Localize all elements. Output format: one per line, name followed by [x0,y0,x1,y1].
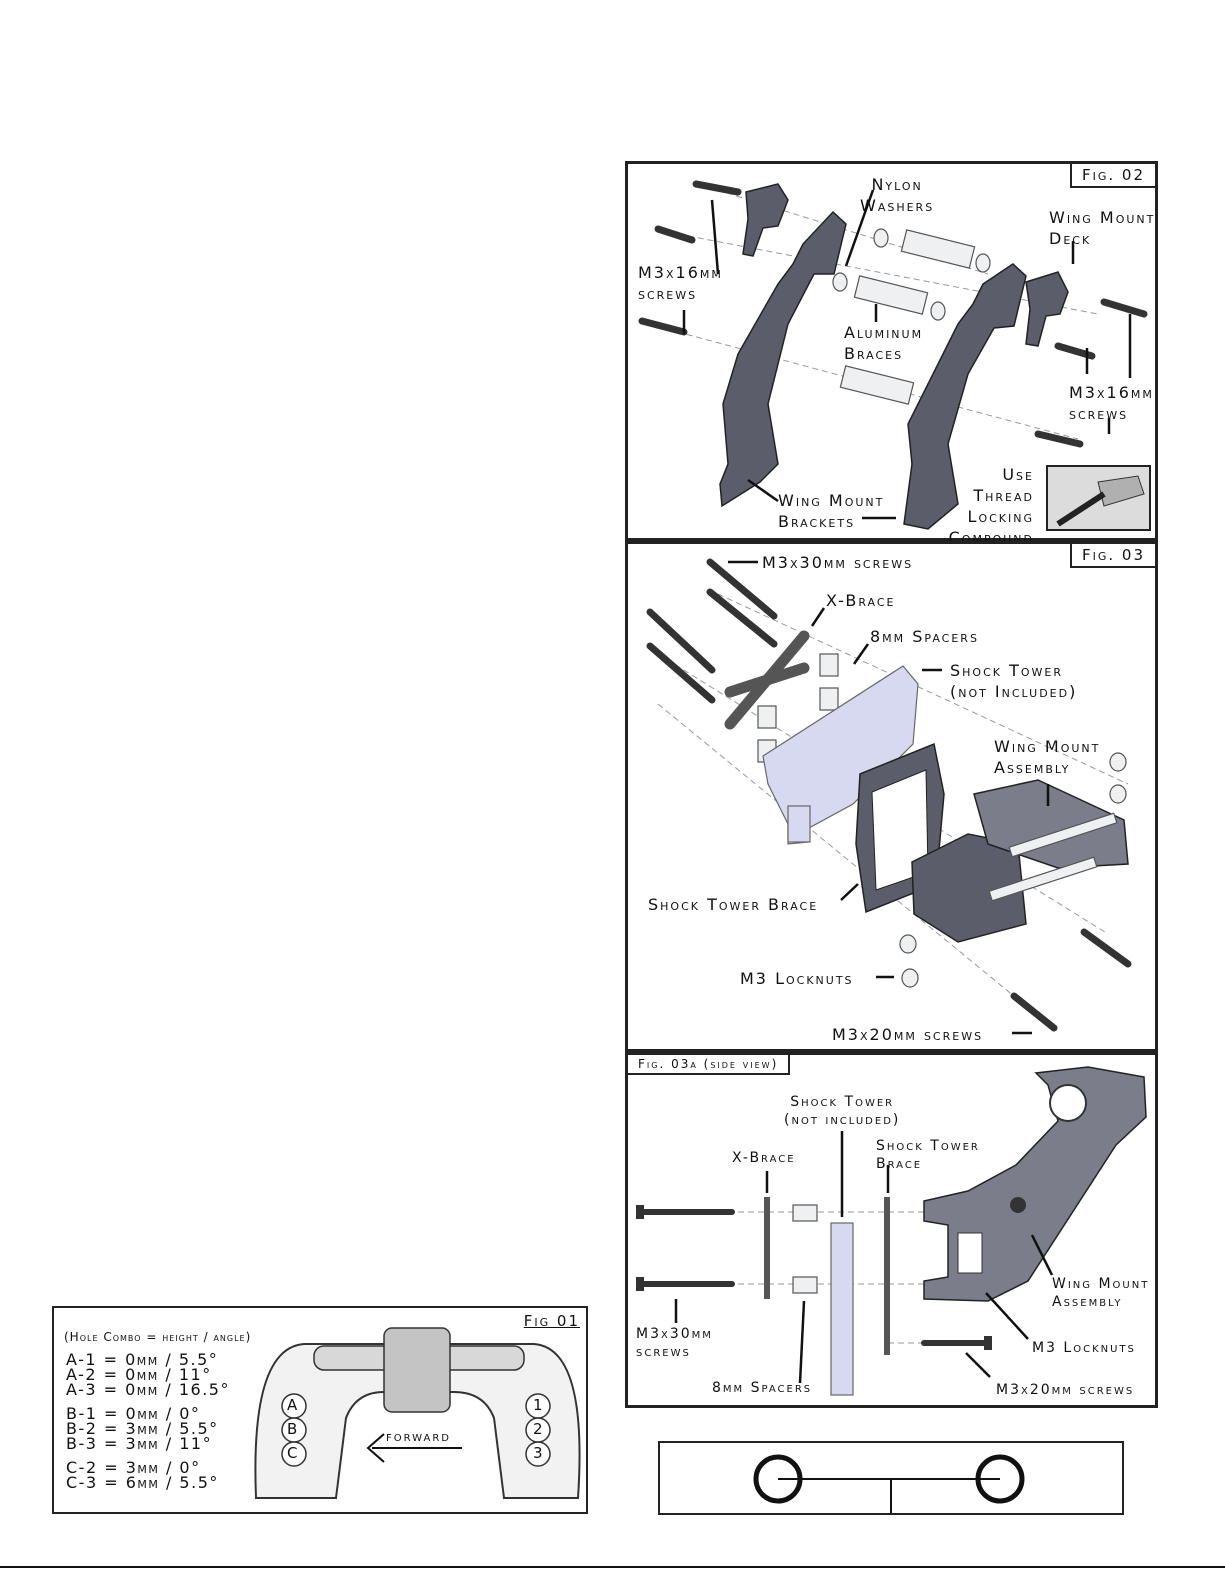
nylon-washer [873,228,889,248]
fig03a-spacers-label: 8mm Spacers [712,1380,813,1396]
spacer [792,1276,818,1294]
fig01-legend: (Hole Combo = height / angle) [64,1330,252,1344]
spacer [792,1204,818,1222]
locknut [901,968,919,988]
fig03-x-brace-label: X-Brace [826,591,896,610]
screw-icon [646,608,716,674]
fig03a-m3x20-label: M3x20mm screws [996,1382,1135,1398]
shock-tower-side [830,1222,854,1396]
wing-mount-bracket-right [903,263,1027,530]
fig03a-panel: Fig. 03a (side view) S [625,1052,1158,1408]
screw-icon [1010,992,1058,1032]
x-brace-side [764,1197,770,1299]
fig03-spacers-label: 8mm Spacers [870,627,979,646]
fig03-panel: Fig. 03 [625,541,1158,1052]
fig03a-locknuts-label: M3 Locknuts [1032,1340,1136,1356]
wing-mount-deck-right [1025,271,1069,347]
spacer [757,705,777,729]
forward-label: forward [386,1429,451,1445]
combo-group-b: B-1 = 0mm / 0°B-2 = 3mm / 5.5°B-3 = 3mm … [66,1404,219,1453]
template-drawing [753,1454,1025,1513]
shock-tower-brace-side [884,1197,890,1355]
fig03-m3x30-label: M3x30mm screws [762,553,914,572]
combo-group-a: A-1 = 0mm / 5.5°A-2 = 0mm / 11°A-3 = 0mm… [66,1350,230,1399]
hole-circle-icon [975,1454,1025,1504]
fig01-illustration [254,1327,581,1499]
fig03-illustration [646,558,1132,1035]
fig03-tag: Fig. 03 [1069,544,1155,568]
combo-group-c: C-2 = 3mm / 0°C-3 = 6mm / 5.5° [66,1458,219,1492]
fig02-panel: Fig. 02 [625,161,1158,547]
fig03a-shock-tower-label: Shock Tower(not included) [784,1094,901,1128]
wing-mount-assembly [911,833,1027,943]
screw-icon [646,642,716,704]
screw-icon [692,180,742,196]
hole-b: B [287,1420,298,1438]
fig02-tag: Fig. 02 [1069,164,1155,188]
wing-mount-deck-top [254,1343,581,1499]
hole-circle-icon [753,1454,803,1504]
spacer [819,687,839,711]
hole-3: 3 [533,1444,543,1462]
screw-icon [706,588,778,648]
screw-icon [1034,430,1084,448]
nylon-washer [930,301,946,321]
fig03a-x-brace-label: X-Brace [732,1150,796,1166]
hole-c: C [287,1444,298,1462]
locknut [1109,752,1127,772]
aluminum-brace [900,229,976,269]
screw-icon [654,225,696,244]
fig01-tag: Fig 01 [523,1312,580,1330]
fig01-panel: Fig 01 (Hole Combo = height / angle) A-1… [52,1306,588,1514]
fig03a-illustration [636,1066,1147,1396]
fig03-shock-tower-label: Shock Tower(not Included) [950,661,1078,701]
template-box [658,1441,1124,1515]
aluminum-brace [839,365,915,405]
hole-a: A [287,1396,298,1414]
fig02-illustration [638,180,1151,531]
screw-icon [1080,928,1132,968]
bottom-rule [0,1566,1225,1568]
screw-icon [706,558,778,620]
wing-mount-bracket-left [719,210,847,508]
wing-mount-deck-left [742,183,789,257]
fig03-locknuts-label: M3 Locknuts [740,969,854,988]
fig03-m3x20-label: M3x20mm screws [832,1025,984,1044]
locknut [1109,784,1127,804]
hole-1: 1 [533,1396,543,1414]
screw-icon [1100,298,1148,318]
locknut [899,934,917,954]
fig03-shock-tower-brace-label: Shock Tower Brace [648,895,819,914]
nylon-washer [975,253,991,273]
nylon-washer [832,272,848,292]
aluminum-brace [853,275,929,315]
hole-2: 2 [533,1420,543,1438]
fig03a-tag: Fig. 03a (side view) [628,1055,791,1075]
wing-mount-assembly-side [923,1066,1147,1302]
screw-icon [638,317,688,336]
spacer [819,653,839,677]
